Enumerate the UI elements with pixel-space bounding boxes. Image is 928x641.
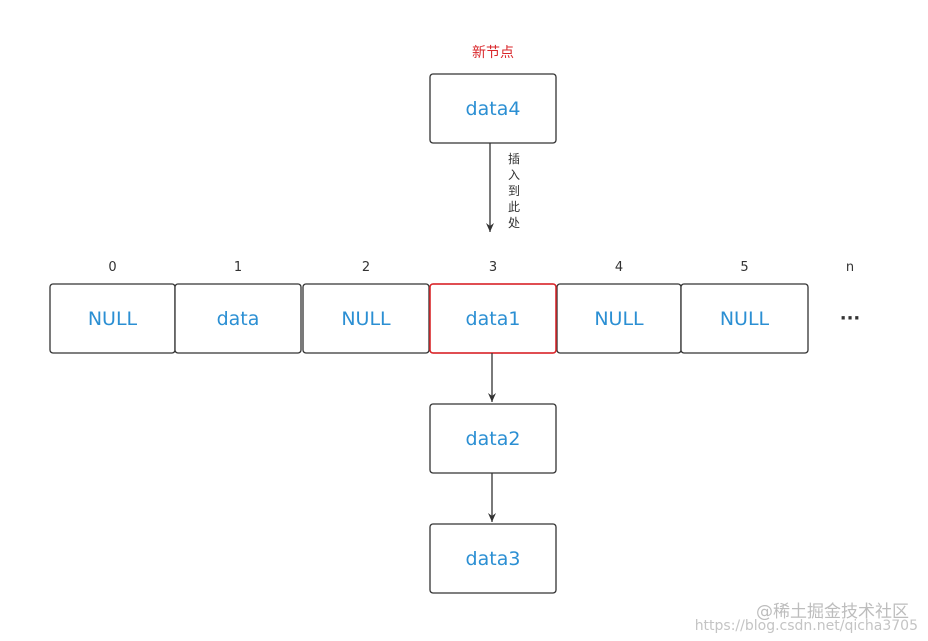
watermark-url: https://blog.csdn.net/qicha3705 [695, 618, 918, 634]
array-cell-value: data [217, 308, 260, 330]
tail-ellipsis: ··· [840, 308, 861, 329]
insert-label-char: 此 [508, 200, 520, 214]
chain-node-value: data2 [466, 428, 521, 450]
array-cell-4: NULL [556, 283, 682, 354]
chain-node-2: data3 [429, 523, 557, 594]
array-cell-2: NULL [302, 283, 430, 354]
array-cell-5: NULL [680, 283, 809, 354]
tail-index: n [846, 260, 854, 275]
array-indices: 0 1 2 3 4 5 [108, 260, 748, 275]
array-cells: NULL data NULL data1 NULL NULL [49, 283, 809, 354]
array-index-2: 2 [362, 260, 370, 275]
array-cell-value: data1 [466, 308, 521, 330]
array-cell-value: NULL [720, 308, 770, 330]
array-cell-value: NULL [341, 308, 391, 330]
array-index-4: 4 [615, 260, 623, 275]
insert-label-char: 到 [508, 184, 520, 198]
insert-label-char: 处 [508, 216, 520, 230]
array-cell-3: data1 [429, 283, 557, 354]
chain-nodes: data2 data3 [429, 403, 557, 594]
watermark-brand: @稀土掘金技术社区 [756, 602, 909, 622]
new-node-box: data4 [429, 73, 557, 144]
new-node-caption: 新节点 [472, 45, 514, 61]
array-index-3: 3 [489, 260, 497, 275]
highlight-border [429, 283, 557, 354]
new-node-value: data4 [466, 98, 521, 120]
array-index-1: 1 [234, 260, 242, 275]
chain-node-1: data2 [429, 403, 557, 474]
insert-label-char: 插 [508, 152, 520, 166]
array-index-0: 0 [108, 260, 116, 275]
array-cell-value: NULL [88, 308, 138, 330]
insert-label-char: 入 [508, 168, 520, 182]
array-cell-value: NULL [594, 308, 644, 330]
array-index-5: 5 [740, 260, 748, 275]
array-cell-0: NULL [49, 283, 176, 354]
array-cell-1: data [174, 283, 302, 354]
chain-node-value: data3 [466, 548, 521, 570]
